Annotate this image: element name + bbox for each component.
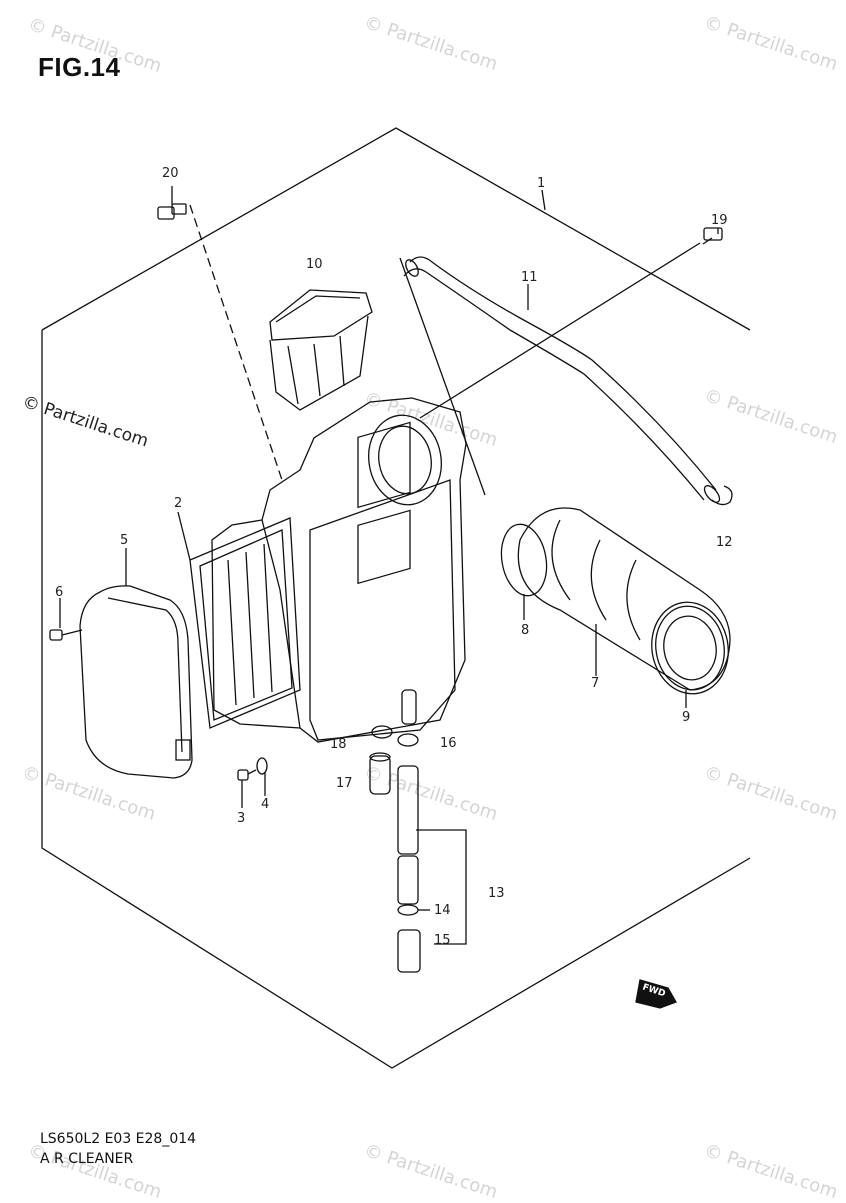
drain-hose-13 [397,765,421,973]
callout-17: 17 [336,776,353,791]
clip-18 [371,725,393,739]
breather-hose-11 [403,256,733,506]
callout-13: 13 [488,886,505,901]
callout-10: 10 [306,257,323,272]
leader-1 [541,189,546,211]
screw-3 [237,769,257,781]
connecting-tube-7 [517,507,731,691]
callout-15: 15 [434,933,451,948]
clamp-8 [500,523,548,597]
assembly-boundary [41,127,751,1069]
callout-9: 9 [682,710,691,725]
callout-2: 2 [174,496,183,511]
callout-8: 8 [521,623,530,638]
callout-1: 1 [537,176,546,191]
callout-14: 14 [434,903,451,918]
fwd-arrow-icon [635,979,677,1009]
air-cleaner-case [211,397,467,743]
callout-4: 4 [261,797,270,812]
plug-17 [369,752,391,795]
callout-5: 5 [120,533,129,548]
callout-6: 6 [55,585,64,600]
leader-2 [177,511,191,561]
callout-19: 19 [711,213,728,228]
alignment-line-19 [419,242,701,419]
callout-20: 20 [162,166,179,181]
alignment-line-11 [399,257,486,496]
callout-11: 11 [521,270,538,285]
bolt-20 [157,186,187,220]
clip-16 [397,733,419,747]
cover-5 [79,585,193,779]
element-2 [189,517,301,729]
diagram-section-title: A R CLEANER [40,1151,134,1167]
callout-7: 7 [591,676,600,691]
bracket-13 [416,829,467,945]
figure-title: FIG.14 [38,52,121,82]
clamp-9 [651,601,729,695]
alignment-line-20 [189,204,283,481]
diagram-code: LS650L2 E03 E28_014 [40,1131,197,1147]
callout-16: 16 [440,736,457,751]
bolt-19 [702,227,723,245]
washer-4 [256,757,268,775]
inlet-duct-10 [269,289,373,411]
screw-6 [49,629,83,641]
callout-18: 18 [330,737,347,752]
callout-12: 12 [716,535,733,550]
callout-3: 3 [237,811,246,826]
